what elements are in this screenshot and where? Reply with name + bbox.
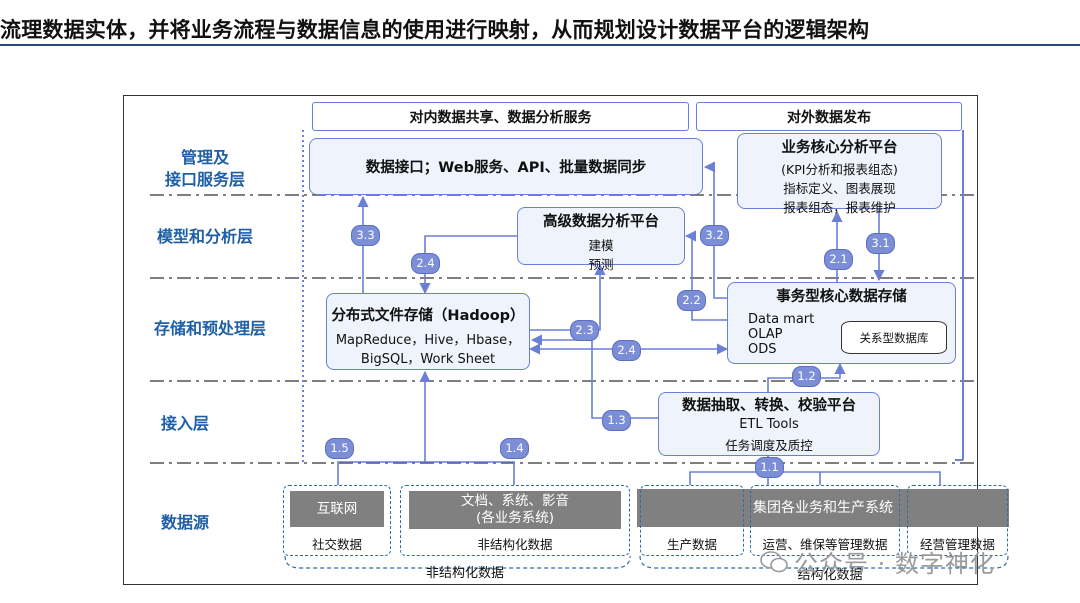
layer-label-mgmt-line2: 接口服务层	[164, 170, 245, 189]
flow-badge-2-2: 2.2	[677, 290, 706, 311]
layer-label-model: 模型和分析层	[156, 227, 253, 246]
source-docs-line2: (各业务系统)	[475, 510, 555, 526]
source-unstructured-data: 非结构化数据	[477, 537, 553, 552]
etl-platform-box: 数据抽取、转换、校验平台 ETL Tools 任务调度及质控	[658, 392, 880, 456]
source-ops-group: 运营、维保等管理数据	[750, 485, 900, 556]
business-platform-line2: 指标定义、图表展现	[783, 181, 896, 196]
watermark-text: 公众号 · 数字神化	[794, 550, 995, 578]
transaction-core-store: 事务型核心数据存储 Data mart OLAP ODS 关系型数据库	[727, 282, 956, 364]
title-underline	[0, 44, 1080, 46]
advanced-analysis-platform: 高级数据分析平台 建模 预测	[517, 207, 685, 272]
layer-label-access: 接入层	[160, 414, 209, 433]
flow-badge-2-4-upper: 2.4	[411, 253, 440, 274]
hadoop-storage-box: 分布式文件存储（Hadoop） MapReduce，Hive，Hbase， Bi…	[326, 293, 530, 370]
source-mgmt-data: 经营管理数据	[919, 537, 995, 552]
source-group-systems: 集团各业务和生产系统	[637, 489, 1009, 527]
source-mgmt-group: 经营管理数据	[907, 485, 1008, 556]
hadoop-title: 分布式文件存储（Hadoop）	[331, 308, 525, 324]
source-docs: 文档、系统、影音 (各业务系统)	[409, 491, 621, 529]
advanced-platform-title: 高级数据分析平台	[543, 214, 659, 230]
hadoop-line2: BigSQL，Work Sheet	[360, 352, 496, 367]
bottom-structured-label: 结构化数据	[797, 568, 863, 583]
source-internet: 互联网	[290, 491, 384, 527]
flow-badge-3-3: 3.3	[351, 225, 380, 246]
source-internet-group: 互联网 社交数据	[283, 485, 391, 556]
business-platform-line1: (KPI分析和报表组态)	[781, 162, 898, 177]
business-analysis-platform: 业务核心分析平台 (KPI分析和报表组态) 指标定义、图表展现 报表组态，报表维…	[737, 133, 942, 215]
layer-label-mgmt-line1: 管理及	[180, 148, 229, 167]
txn-store-title: 事务型核心数据存储	[776, 289, 907, 305]
hadoop-line1: MapReduce，Hive，Hbase，	[335, 333, 521, 348]
external-publish-box: 对外数据发布	[696, 102, 962, 131]
txn-store-line1: Data mart	[748, 312, 815, 327]
source-ops-data: 运营、维保等管理数据	[762, 537, 888, 552]
flow-badge-2-1: 2.1	[824, 249, 853, 270]
internal-services-box: 对内数据共享、数据分析服务	[312, 102, 689, 131]
data-interface-box: 数据接口；Web服务、API、批量数据同步	[309, 138, 703, 195]
advanced-platform-line1: 建模	[588, 238, 614, 253]
layer-label-source: 数据源	[160, 513, 209, 532]
etl-line1: ETL Tools	[739, 417, 799, 432]
source-production-data: 生产数据	[666, 537, 717, 552]
flow-badge-1-5: 1.5	[325, 438, 354, 459]
source-production-group: 生产数据	[640, 485, 744, 556]
txn-store-line3: ODS	[748, 342, 777, 357]
business-platform-title: 业务核心分析平台	[781, 140, 898, 156]
txn-store-line2: OLAP	[748, 327, 783, 342]
watermark: 公众号 · 数字神化	[760, 544, 995, 579]
flow-badge-3-1: 3.1	[866, 233, 895, 254]
bottom-unstructured-label: 非结构化数据	[425, 566, 504, 581]
flow-badge-1-4: 1.4	[500, 438, 529, 459]
advanced-platform-line2: 预测	[588, 257, 614, 272]
relational-db-cylinder: 关系型数据库	[841, 321, 947, 354]
etl-line2: 任务调度及质控	[725, 438, 813, 453]
diagram-frame	[123, 95, 978, 585]
layer-label-mgmt: 管理及 接口服务层	[150, 147, 260, 191]
flow-badge-1-1: 1.1	[755, 457, 784, 478]
source-docs-line1: 文档、系统、影音	[461, 493, 569, 509]
page-title: 流理数据实体，并将业务流程与数据信息的使用进行映射，从而规划设计数据平台的逻辑架…	[0, 18, 870, 42]
source-docs-group: 文档、系统、影音 (各业务系统) 非结构化数据	[400, 485, 630, 556]
layer-label-storage: 存储和预处理层	[153, 319, 266, 338]
flow-badge-1-3: 1.3	[602, 410, 631, 431]
flow-badge-3-2: 3.2	[700, 225, 729, 246]
flow-badge-2-3: 2.3	[570, 320, 599, 341]
source-social-data: 社交数据	[311, 537, 362, 552]
etl-title: 数据抽取、转换、校验平台	[682, 398, 856, 414]
flow-badge-1-2: 1.2	[792, 366, 821, 387]
business-platform-line3: 报表组态，报表维护	[783, 200, 896, 215]
flow-badge-2-4-lower: 2.4	[612, 340, 641, 361]
wechat-icon	[760, 550, 788, 572]
